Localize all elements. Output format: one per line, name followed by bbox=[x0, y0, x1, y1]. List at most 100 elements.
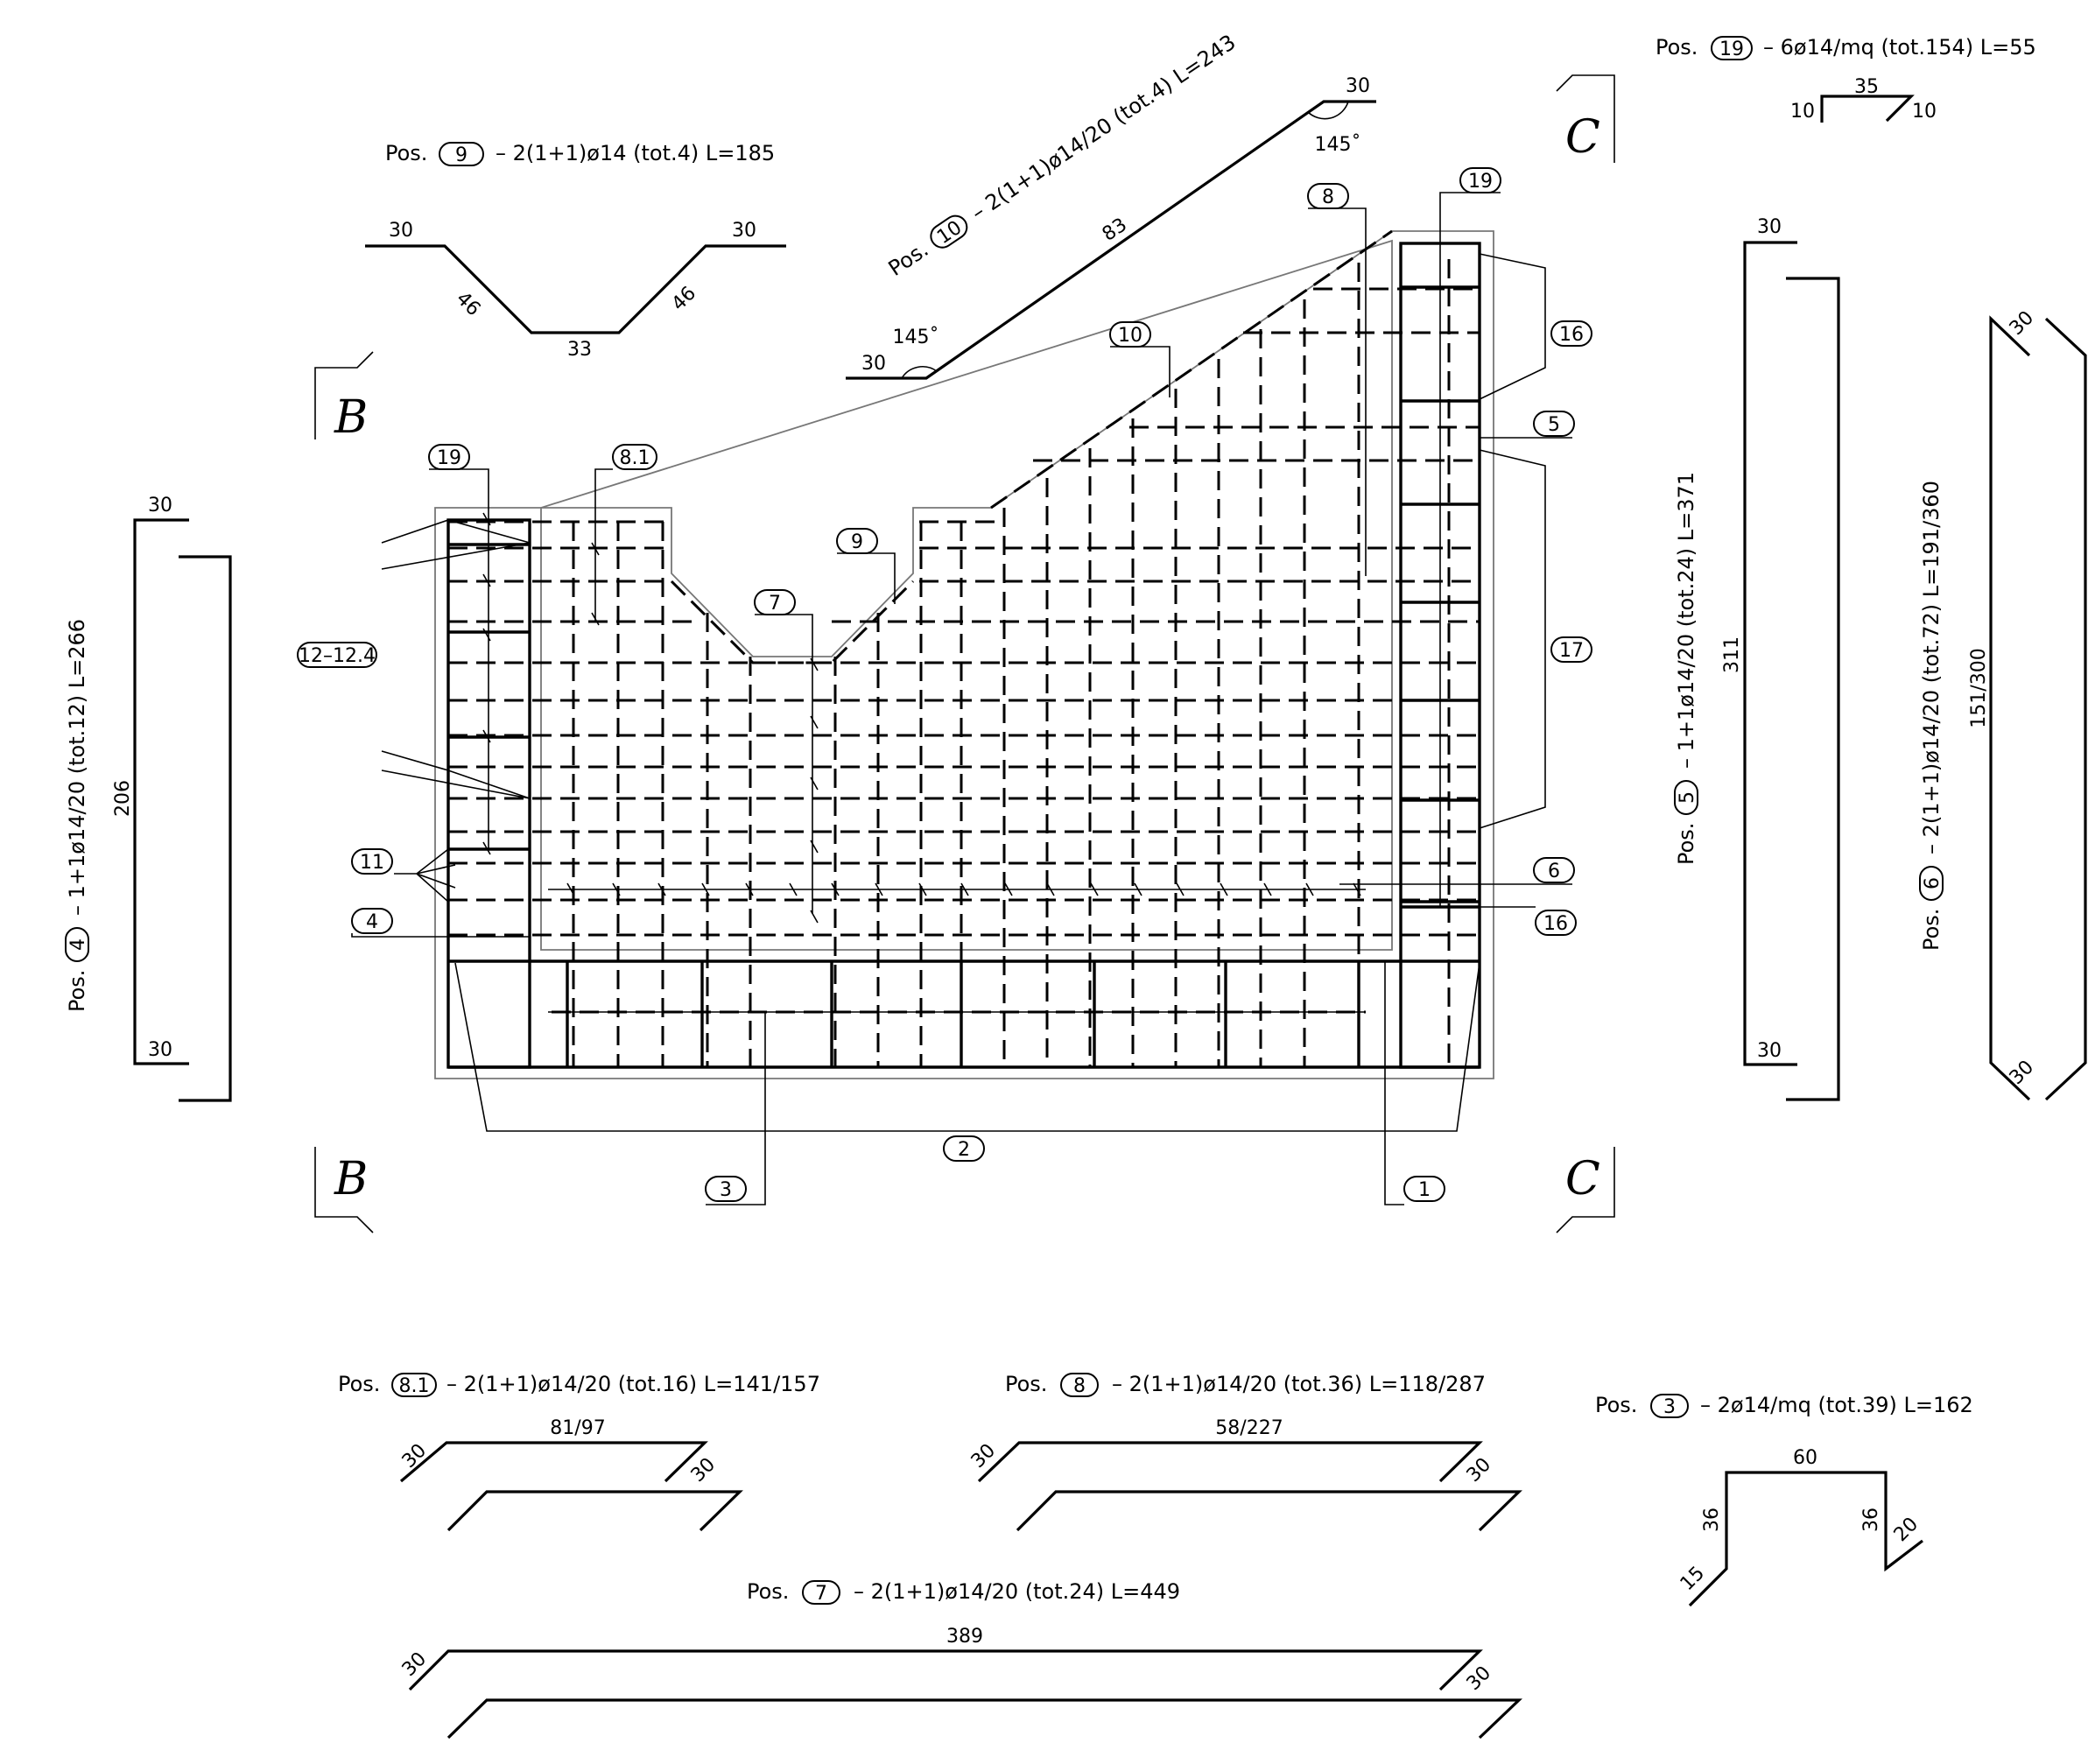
pos-3-bar-shape bbox=[1688, 1471, 1923, 1607]
callout-6: 6 bbox=[1548, 861, 1560, 882]
section-c-top-arrow bbox=[1556, 74, 1615, 163]
pos-7-dim-right: 30 bbox=[1463, 1662, 1495, 1695]
pos-3-dim-foot-right: 20 bbox=[1890, 1514, 1923, 1546]
callout-16-top-pill bbox=[1550, 320, 1592, 347]
pos-6-dim-length: 151/300 bbox=[1968, 648, 1990, 727]
pos-9-prefix: Pos. bbox=[385, 141, 427, 165]
pos-8-spec: – 2(1+1)ø14/20 (tot.36) L=118/287 bbox=[1112, 1372, 1486, 1396]
pos-3-dim-left-height: 36 bbox=[1701, 1507, 1723, 1532]
pos-4-spec: – 1+1ø14/20 (tot.12) L=266 bbox=[65, 619, 89, 916]
section-c-bottom-label: C bbox=[1565, 1153, 1600, 1205]
schedule-pos-19: Pos. 19 – 6ø14/mq (tot.154) L=55 35 10 1… bbox=[1656, 35, 2036, 123]
pos-5-bar-shape-outer bbox=[1786, 277, 1840, 1101]
pos-10-dim-length: 83 bbox=[1099, 214, 1131, 245]
bar-ticks bbox=[482, 512, 1361, 924]
pos-4-dim-top: 30 bbox=[148, 495, 172, 517]
callout-8: 8 bbox=[1322, 186, 1334, 208]
pos-19-spec: – 6ø14/mq (tot.154) L=55 bbox=[1763, 35, 2036, 60]
pos-8-mark: 8 bbox=[1073, 1375, 1086, 1397]
pos-4-bar-shape-outer bbox=[179, 555, 232, 1102]
pos-3-dim-right-height: 36 bbox=[1860, 1507, 1882, 1532]
schedule-pos-3: Pos. 3 – 2ø14/mq (tot.39) L=162 60 36 36… bbox=[1595, 1393, 1973, 1607]
pos-9-bar-shape bbox=[365, 244, 786, 334]
pos-19-mark-pill bbox=[1711, 36, 1753, 60]
pos-5-dim-bottom: 30 bbox=[1757, 1040, 1782, 1062]
callout-16-bottom: 16 bbox=[1543, 913, 1568, 935]
callout-3: 3 bbox=[720, 1179, 732, 1201]
pos-8-dim-right: 30 bbox=[1463, 1454, 1495, 1486]
pos-10-angle-top: 145˚ bbox=[1315, 134, 1361, 156]
pos-10-dim-top: 30 bbox=[1346, 75, 1370, 97]
pos-8-dim-left: 30 bbox=[967, 1440, 1000, 1472]
pos-10-bar-shape bbox=[846, 100, 1376, 380]
pos-8-bar-shape-bottom bbox=[1016, 1490, 1522, 1532]
pos-7-dim-left: 30 bbox=[398, 1648, 431, 1681]
pos-3-prefix: Pos. bbox=[1595, 1393, 1637, 1417]
pos-8-1-mark: 8.1 bbox=[399, 1375, 430, 1397]
pos-10-angle-bottom: 145˚ bbox=[893, 327, 939, 348]
callout-8-1-pill bbox=[612, 444, 657, 470]
leader-lines bbox=[381, 253, 1546, 1132]
pos-19-dim-right: 10 bbox=[1912, 101, 1937, 123]
pos-7-mark: 7 bbox=[815, 1583, 827, 1605]
schedule-pos-9: Pos. 9 – 2(1+1)ø14 (tot.4) L=185 30 30 4… bbox=[365, 141, 786, 361]
callout-8-pill bbox=[1307, 183, 1349, 209]
pos-10-spec: – 2(1+1)ø14/20 (tot.4) L=243 bbox=[967, 30, 1240, 225]
section-b-top-arrow bbox=[314, 351, 374, 439]
pos-7-prefix: Pos. bbox=[747, 1579, 789, 1604]
callout-10-pill bbox=[1109, 321, 1151, 348]
callout-19-left: 19 bbox=[437, 447, 461, 469]
section-b-bottom-label: B bbox=[334, 1153, 368, 1205]
pos-5-prefix: Pos. bbox=[1674, 823, 1698, 865]
pos-5-bar-shape-inner bbox=[1743, 241, 1797, 1066]
pos-19-mark: 19 bbox=[1719, 39, 1744, 60]
pos-6-bar-shape-outer bbox=[2044, 317, 2087, 1101]
pos-9-dim-bottom: 33 bbox=[567, 339, 592, 361]
pos-5-dim-top: 30 bbox=[1757, 216, 1782, 238]
callout-19-right-pill bbox=[1459, 167, 1501, 193]
callout-19-right: 19 bbox=[1468, 171, 1493, 193]
callout-16-top: 16 bbox=[1559, 324, 1584, 346]
pos-19-prefix: Pos. bbox=[1656, 35, 1698, 60]
pos-19-dim-left: 10 bbox=[1790, 101, 1815, 123]
pos-7-mark-pill bbox=[802, 1580, 840, 1605]
pos-8-1-bar-shape-bottom bbox=[446, 1490, 743, 1532]
schedule-pos-8: Pos. 8 – 2(1+1)ø14/20 (tot.36) L=118/287… bbox=[967, 1372, 1522, 1532]
pos-9-dim-slope-left: 46 bbox=[452, 288, 484, 320]
dashed-horizontal-bars bbox=[448, 287, 1480, 1014]
pos-7-dim-length: 389 bbox=[946, 1626, 983, 1648]
dashed-valley-bar bbox=[670, 580, 915, 664]
schedule-pos-8-1: Pos. 8.1 – 2(1+1)ø14/20 (tot.16) L=141/1… bbox=[338, 1372, 820, 1532]
pos-4-mark-pill bbox=[65, 927, 89, 962]
main-elevation bbox=[381, 229, 1546, 1132]
pos-5-mark: 5 bbox=[1677, 791, 1698, 804]
section-c-top-label: C bbox=[1565, 111, 1600, 164]
callout-19-left-pill bbox=[428, 444, 470, 470]
callout-7: 7 bbox=[769, 593, 781, 615]
pos-8-1-mark-pill bbox=[391, 1373, 437, 1397]
dashed-vertical-bars bbox=[446, 259, 1451, 1068]
pos-6-spec: – 2(1+1)ø14/20 (tot.72) L=191/360 bbox=[1919, 481, 1944, 854]
callout-11-pill bbox=[351, 848, 393, 875]
pos-9-dim-left: 30 bbox=[389, 220, 413, 242]
callout-17: 17 bbox=[1559, 640, 1584, 662]
pos-4-prefix: Pos. bbox=[65, 970, 89, 1012]
pos-7-spec: – 2(1+1)ø14/20 (tot.24) L=449 bbox=[854, 1579, 1180, 1604]
pos-5-mark-pill bbox=[1674, 780, 1698, 815]
pos-4-bar-shape-inner bbox=[133, 518, 189, 1065]
callout-5: 5 bbox=[1548, 414, 1560, 436]
pos-5-spec: – 1+1ø14/20 (tot.24) L=371 bbox=[1674, 472, 1698, 769]
pos-10-mark-pill bbox=[930, 214, 968, 249]
pos-6-mark-pill bbox=[1919, 866, 1944, 901]
pos-6-prefix: Pos. bbox=[1919, 909, 1944, 951]
pos-9-spec: – 2(1+1)ø14 (tot.4) L=185 bbox=[496, 141, 775, 165]
dashed-slope-bar bbox=[990, 229, 1393, 510]
callout-11: 11 bbox=[360, 852, 384, 874]
pos-10-dim-bottom: 30 bbox=[861, 353, 886, 375]
schedule-pos-10: Pos. 10 – 2(1+1)ø14/20 (tot.4) L=243 30 … bbox=[846, 30, 1376, 380]
pos-9-mark-pill bbox=[439, 142, 484, 166]
solid-bars bbox=[446, 242, 1481, 1069]
position-callouts: 19 8.1 12–12.4 11 4 9 7 10 8 19 bbox=[297, 167, 1592, 1205]
pos-4-dim-height: 206 bbox=[112, 780, 134, 817]
